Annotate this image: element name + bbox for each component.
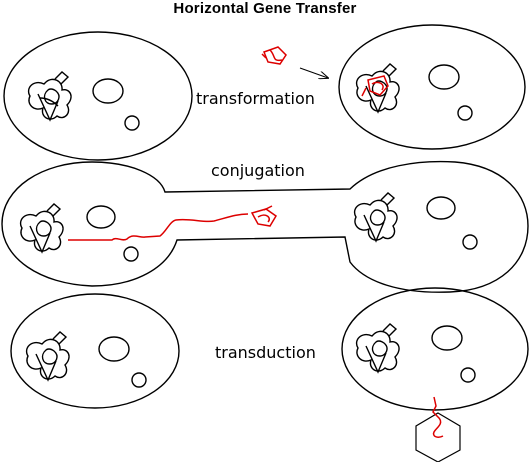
donor-cell-transformation [3, 31, 193, 161]
plasmid-icon [428, 64, 460, 90]
conjugating-cells [1, 160, 529, 293]
chromosome-icon [19, 203, 64, 254]
vesicle [457, 105, 473, 121]
vesicle [124, 115, 140, 131]
plasmid-icon [431, 325, 463, 351]
vesicle [460, 367, 476, 383]
phage-capsid [415, 412, 461, 462]
vesicle [462, 234, 478, 250]
plasmid-icon [86, 205, 116, 229]
plasmid-icon [92, 78, 124, 104]
diagram-title: Horizontal Gene Transfer [173, 0, 357, 17]
chromosome-icon [353, 192, 398, 243]
plasmid-icon [98, 336, 130, 362]
phage-dna [432, 396, 444, 438]
recipient-cell-transduction [341, 287, 529, 411]
arrow-icon [299, 67, 328, 78]
vesicle [123, 246, 139, 262]
transduction-label: transduction [215, 343, 316, 362]
chromosome-icon [27, 71, 72, 122]
vesicle [131, 372, 147, 388]
dna-fragment-icon [261, 46, 287, 65]
dna-fragment-icon [361, 75, 389, 97]
conjugation-label: conjugation [211, 161, 305, 180]
cell-membrane [338, 24, 526, 150]
cell-membrane-with-pilus [1, 160, 529, 293]
transformation-label: transformation [196, 89, 315, 108]
cell-membrane [3, 31, 193, 161]
chromosome-icon [25, 331, 70, 382]
plasmid-icon [426, 196, 456, 220]
chromosome-icon [355, 323, 400, 374]
cell-membrane [341, 287, 529, 411]
bacteriophage-icon [415, 396, 461, 462]
donor-cell-transduction [10, 293, 180, 409]
dna-strand-transfer [68, 205, 278, 241]
chromosome-icon [355, 63, 400, 114]
recipient-cell-transformation [338, 24, 526, 150]
cell-membrane [10, 293, 180, 409]
